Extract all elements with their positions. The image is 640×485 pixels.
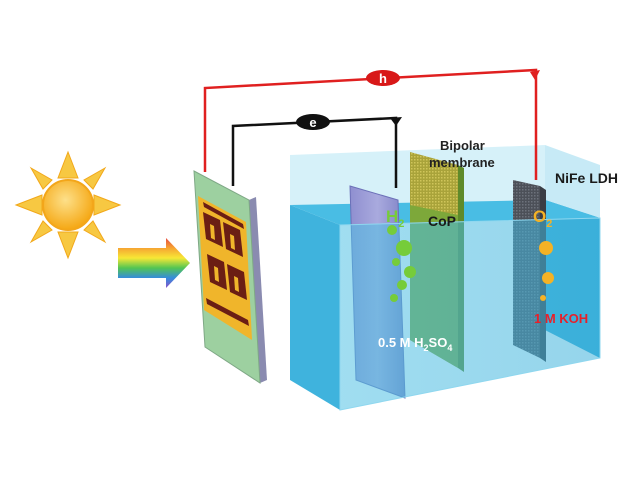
koh-electrolyte-label: 1 M KOH [534,311,588,326]
h2-bubbles [387,225,416,302]
bipolar-label-line2: membrane [429,155,495,170]
sun-icon [14,150,122,260]
o2-label: O2 [533,207,552,230]
electron-badge: e [296,114,330,130]
hole-label: h [379,71,387,86]
hole-badge: h [366,70,400,86]
photoelectrode [193,170,267,384]
rainbow-arrow-icon [118,238,190,288]
electron-label: e [309,115,316,130]
electrolyte-front [339,217,601,411]
h2-label: H2 [386,207,404,230]
cop-label: CoP [428,213,456,229]
nife-ldh-label: NiFe LDH [555,170,618,186]
o2-bubbles [539,241,554,301]
bipolar-label-line1: Bipolar [440,138,485,153]
acid-electrolyte-label: 0.5 M H2SO4 [378,335,452,353]
